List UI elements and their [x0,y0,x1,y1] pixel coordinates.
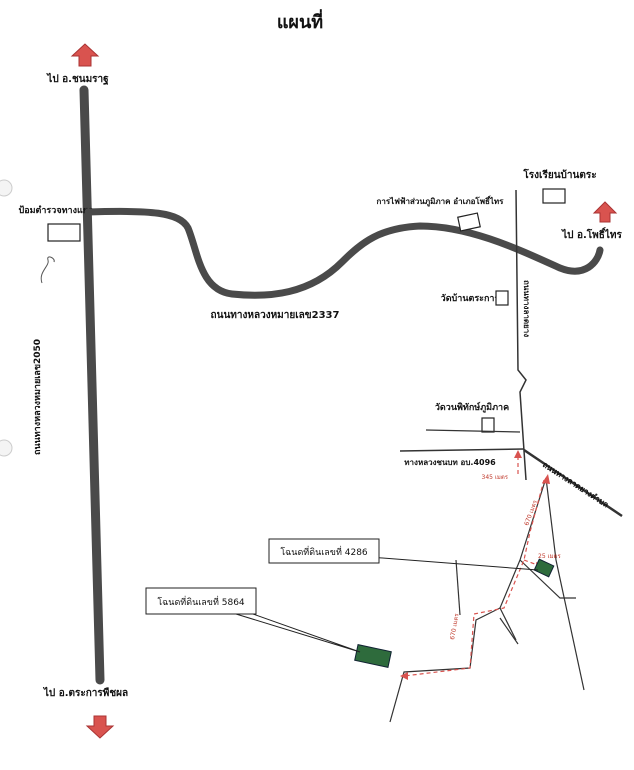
parcel-4286-plot [533,558,555,578]
electric-office-label: การไฟฟ้าส่วนภูมิภาค อำเภอโพธิ์ไทร [377,195,505,207]
school-box [542,188,566,204]
distance-label-1: 345 เมตร [482,474,509,481]
highway-2337-road [84,207,604,299]
direction-south-label: ไป อ.ตระการพืชผล [43,686,128,699]
junction-landmark-box [47,223,81,242]
parcel-4286-leader [355,555,539,571]
village-road-lower-label: ถนนทางลาดยางตำบล [541,460,610,509]
temple-1-label: วัดบ้านตระการ [441,293,500,304]
temple-lane [425,429,521,433]
parcel-4286-label: โฉนดที่ดินเลขที่ 4286 [280,545,368,558]
parcel-5864-plot [354,644,392,668]
distance-label-3: 25 เมตร [538,553,561,560]
diagonal-road [523,448,623,518]
school-label: โรงเรียนบ้านตระ [522,168,596,181]
south-arrow-icon [85,715,115,739]
parcel-4286-callout [268,538,380,564]
punch-hole-bottom [0,439,13,457]
direction-east-label: ไป อ.โพธิ์ไทร [561,227,622,241]
highway-2050-label: ถนนทางหลวงหมายเลข2050 [33,339,43,455]
temple-2-label: วัดวนพิทักษ์ภูมิภาค [435,401,509,413]
highway-2050-road [79,85,105,685]
direction-north-label: ไป อ.ชนมราฐ [46,72,109,85]
map-title: แผนที่ [277,9,323,33]
local-road-4096-label: ทางหลวงชนบท อบ.4096 [404,458,496,467]
punch-hole-top [0,179,13,197]
village-road-upper-label: ถนนทางลาดยาง [522,280,531,337]
route-path [403,452,545,677]
scribble-mark [40,256,55,284]
east-arrow-icon [592,201,618,223]
highway-2337-label: ถนนทางหลวงหมายเลข2337 [211,310,340,321]
village-road [515,189,527,481]
local-road-4096 [399,448,525,452]
north-arrow-icon [70,43,100,67]
parcel-5864-label: โฉนดที่ดินเลขที่ 5864 [157,595,245,608]
temple-2-box [481,417,495,433]
parcel-5864-leader [235,607,361,653]
temple-1-box [495,290,509,306]
distance-label-4: 670 เมตร [449,612,461,640]
electric-office-box [457,212,481,232]
lane-network [389,477,585,723]
parcel-5864-callout [145,587,257,615]
junction-landmark-label: ป้อมตำรวจทางแยก [18,205,93,216]
distance-label-2: 670 เมตร [523,499,539,527]
